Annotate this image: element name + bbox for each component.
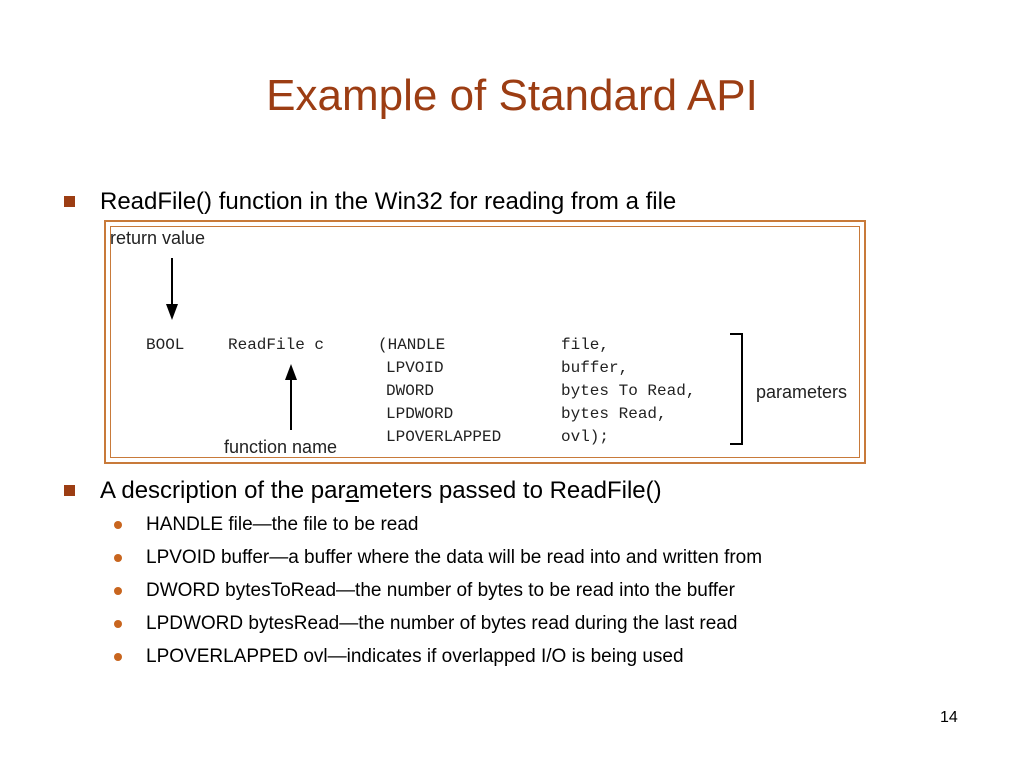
round-bullet-icon <box>114 653 122 661</box>
round-bullet-icon <box>114 587 122 595</box>
sub-bullet-text: DWORD bytesToRead—the number of bytes to… <box>146 580 735 601</box>
square-bullet-icon <box>64 485 75 496</box>
sub-bullet-text: LPVOID buffer—a buffer where the data wi… <box>146 547 763 568</box>
sub-bullet-text: LPOVERLAPPED ovl—indicates if overlapped… <box>146 646 684 667</box>
param-type: (HANDLE <box>378 336 446 354</box>
bullet-text: ReadFile() function in the Win32 for rea… <box>100 188 677 215</box>
slide-title: Example of Standard API <box>266 71 758 120</box>
param-name: ovl); <box>561 428 610 446</box>
round-bullet-icon <box>114 620 122 628</box>
square-bullet-icon <box>64 196 75 207</box>
round-bullet-icon <box>114 554 122 562</box>
param-name: buffer, <box>561 359 629 377</box>
param-type: DWORD <box>386 382 435 400</box>
sub-bullet-text: HANDLE file—the file to be read <box>146 514 419 535</box>
return-value-label: return value <box>110 228 206 248</box>
up-arrow-icon <box>285 364 297 430</box>
function-name-label: function name <box>224 437 338 457</box>
bullet-text: A description of the parameters passed t… <box>100 477 662 504</box>
param-type: LPVOID <box>386 359 444 377</box>
right-bracket-icon <box>730 333 743 445</box>
param-name: file, <box>561 336 610 354</box>
function-name: ReadFile c <box>228 336 325 354</box>
param-type: LPDWORD <box>386 405 454 423</box>
param-type: LPOVERLAPPED <box>386 428 502 446</box>
page-number: 14 <box>940 709 958 726</box>
return-type: BOOL <box>146 336 185 354</box>
round-bullet-icon <box>114 521 122 529</box>
sub-bullet-text: LPDWORD bytesRead—the number of bytes re… <box>146 613 738 634</box>
param-name: bytes Read, <box>561 405 667 423</box>
down-arrow-icon <box>166 258 178 320</box>
diagram-inner-frame <box>110 226 860 458</box>
readfile-diagram: return value BOOL ReadFile c (HANDLE LPV… <box>104 220 866 464</box>
diagram-annotations <box>166 258 743 445</box>
param-name: bytes To Read, <box>561 382 696 400</box>
parameters-label: parameters <box>756 382 848 402</box>
